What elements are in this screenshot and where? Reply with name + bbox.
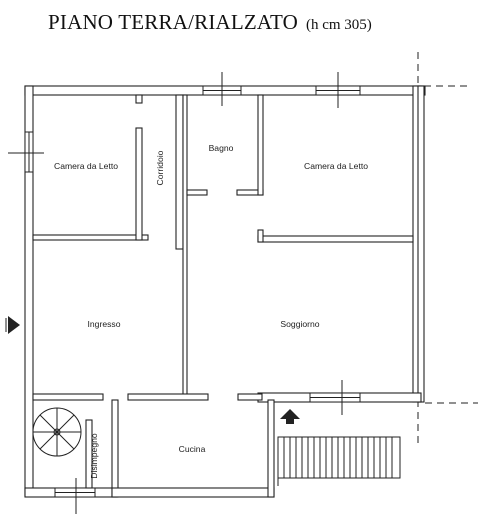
room-soggiorno: Soggiorno xyxy=(280,319,319,329)
room-bagno: Bagno xyxy=(209,143,234,153)
page-title: PIANO TERRA/RIALZATO (h cm 305) xyxy=(48,10,372,35)
room-camera-da-letto-2: Camera da Letto xyxy=(304,161,368,171)
room-disimpegno: Disimpegno xyxy=(89,433,99,479)
room-ingresso: Ingresso xyxy=(88,319,121,329)
floor-height: (h cm 305) xyxy=(305,17,372,33)
spiral-staircase-icon xyxy=(32,407,82,457)
external-staircase-icon xyxy=(277,436,401,486)
room-corridoio: Corridoio xyxy=(155,150,165,185)
exterior-dashed-lines xyxy=(417,52,478,448)
room-camera-da-letto-1: Camera da Letto xyxy=(54,161,118,171)
room-cucina: Cucina xyxy=(179,444,206,454)
entrance-arrow-icon xyxy=(5,316,20,334)
windows xyxy=(8,72,361,514)
inner-walls xyxy=(32,94,414,498)
floor-title: PIANO TERRA/RIALZATO xyxy=(48,10,298,34)
arrow-up-icon xyxy=(280,409,300,424)
